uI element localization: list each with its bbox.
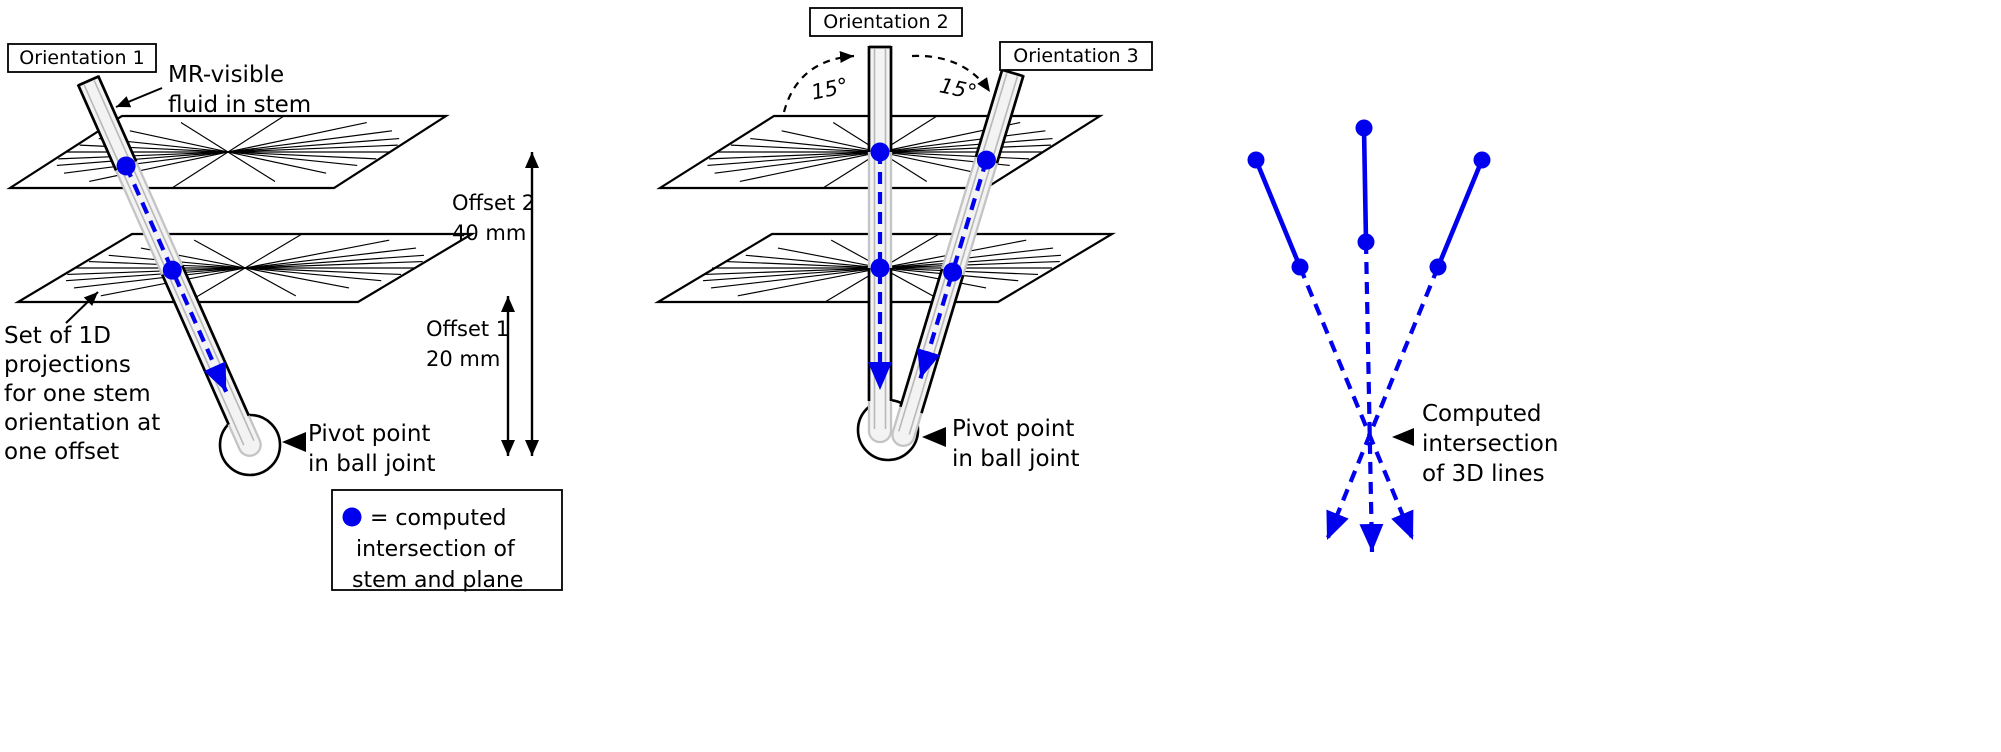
- stem-orientation-1: [76, 74, 262, 457]
- intersection-dot: [870, 258, 890, 278]
- offset2-label: Offset 2: [452, 191, 535, 215]
- projection-plane-upper: [6, 116, 450, 188]
- projections-note: orientation at: [4, 410, 160, 436]
- angle-label-right: 15°: [938, 73, 979, 104]
- intersection-label: Computed: [1422, 401, 1541, 427]
- panel-computed-intersection: Computed intersection of 3D lines: [1247, 119, 1558, 553]
- intersection-dot: [1473, 151, 1491, 169]
- stem-visible-segment: [867, 45, 893, 152]
- projections-note: projections: [4, 352, 131, 378]
- orientation2-label: Orientation 2: [823, 11, 948, 33]
- stem-occluded-segment: [114, 161, 184, 276]
- fluid-channel-line: [898, 73, 1008, 432]
- legend-box: [331, 489, 563, 591]
- extrapolated-segment: [1325, 266, 1440, 541]
- stem-tip-in-ball: [227, 415, 262, 457]
- intersection-label: intersection: [1422, 431, 1558, 457]
- orientation3-label: Orientation 3: [1013, 45, 1138, 67]
- stem-occluded-segment: [867, 152, 893, 268]
- computed-line-left: [1247, 151, 1415, 541]
- intersection-pointer-icon: [1392, 428, 1414, 446]
- intersection-dot: [162, 260, 182, 280]
- extrapolated-segment: [1298, 266, 1415, 541]
- stem-tip-in-ball: [867, 401, 893, 444]
- legend-text: stem and plane: [352, 568, 523, 593]
- stem-orientation-3: [891, 68, 1025, 447]
- intersection-label: of 3D lines: [1422, 461, 1545, 487]
- offset1-label: Offset 1: [426, 317, 509, 341]
- panel-orientation-1: Offset 2 40 mm Offset 1 20 mm Pivot poin…: [4, 43, 563, 593]
- pivot-pointer-icon: [282, 432, 306, 452]
- stem-axis-arrow: [917, 159, 989, 379]
- intersection-dot: [116, 156, 136, 176]
- legend-text: intersection of: [356, 537, 516, 562]
- pivot-pointer-icon: [922, 427, 946, 447]
- pivot-label: in ball joint: [952, 446, 1080, 472]
- offset2-value: 40 mm: [452, 221, 526, 245]
- rotation-arc-right: [911, 54, 991, 93]
- stem-visible-segment: [76, 74, 138, 171]
- computed-line-middle: [1355, 119, 1384, 553]
- stem-axis-arrow: [124, 165, 229, 393]
- offset1-value: 20 mm: [426, 347, 500, 371]
- legend: = computed intersection of stem and plan…: [331, 489, 563, 593]
- computed-line-right: [1325, 151, 1491, 541]
- intersection-dot: [1355, 119, 1373, 137]
- fluid-note-arrow: [115, 87, 163, 108]
- stem-visible-segment: [160, 265, 251, 426]
- orientation1-box: [7, 43, 157, 73]
- measured-segment: [1361, 127, 1369, 243]
- projection-ray-line: [67, 262, 423, 275]
- fluid-channel-line: [93, 80, 255, 442]
- intersection-dot: [870, 142, 890, 162]
- panel-orientations-2-3: 15° 15° Orientation 2 Orientation 3 Pivo…: [654, 7, 1153, 472]
- projection-plane-lower: [14, 234, 476, 302]
- intersection-dot: [1429, 258, 1447, 276]
- intersection-dot: [1291, 258, 1309, 276]
- projections-note: one offset: [4, 439, 119, 465]
- intersection-dot: [1247, 151, 1265, 169]
- angle-label-left: 15°: [809, 73, 850, 104]
- stem-occluded-segment: [940, 156, 999, 276]
- measured-segment: [1435, 159, 1485, 268]
- fluid-note: fluid in stem: [168, 92, 311, 118]
- pivot-label: in ball joint: [308, 451, 436, 477]
- pivot-label: Pivot point: [952, 416, 1074, 442]
- fluid-note: MR-visible: [168, 62, 284, 88]
- orientation3-box: [999, 41, 1153, 71]
- orientation2-box: [809, 7, 963, 37]
- projections-note-arrow: [65, 291, 99, 324]
- pivot-label: Pivot point: [308, 421, 430, 447]
- intersection-dot: [943, 262, 963, 282]
- projections-note: for one stem: [4, 381, 151, 407]
- projection-rays: [18, 234, 472, 302]
- extrapolated-segment: [1359, 241, 1384, 553]
- stem-visible-segment: [899, 268, 965, 414]
- projections-note: Set of 1D: [4, 323, 111, 349]
- intersection-dot: [976, 150, 996, 170]
- stem-tip-in-ball: [891, 406, 923, 447]
- orientation1-label: Orientation 1: [19, 47, 144, 69]
- intersection-dot: [1357, 233, 1375, 251]
- legend-dot-icon: [342, 507, 362, 527]
- legend-text: = computed: [370, 506, 506, 531]
- measured-segment: [1253, 159, 1303, 268]
- stem-orientation-2: [867, 45, 893, 444]
